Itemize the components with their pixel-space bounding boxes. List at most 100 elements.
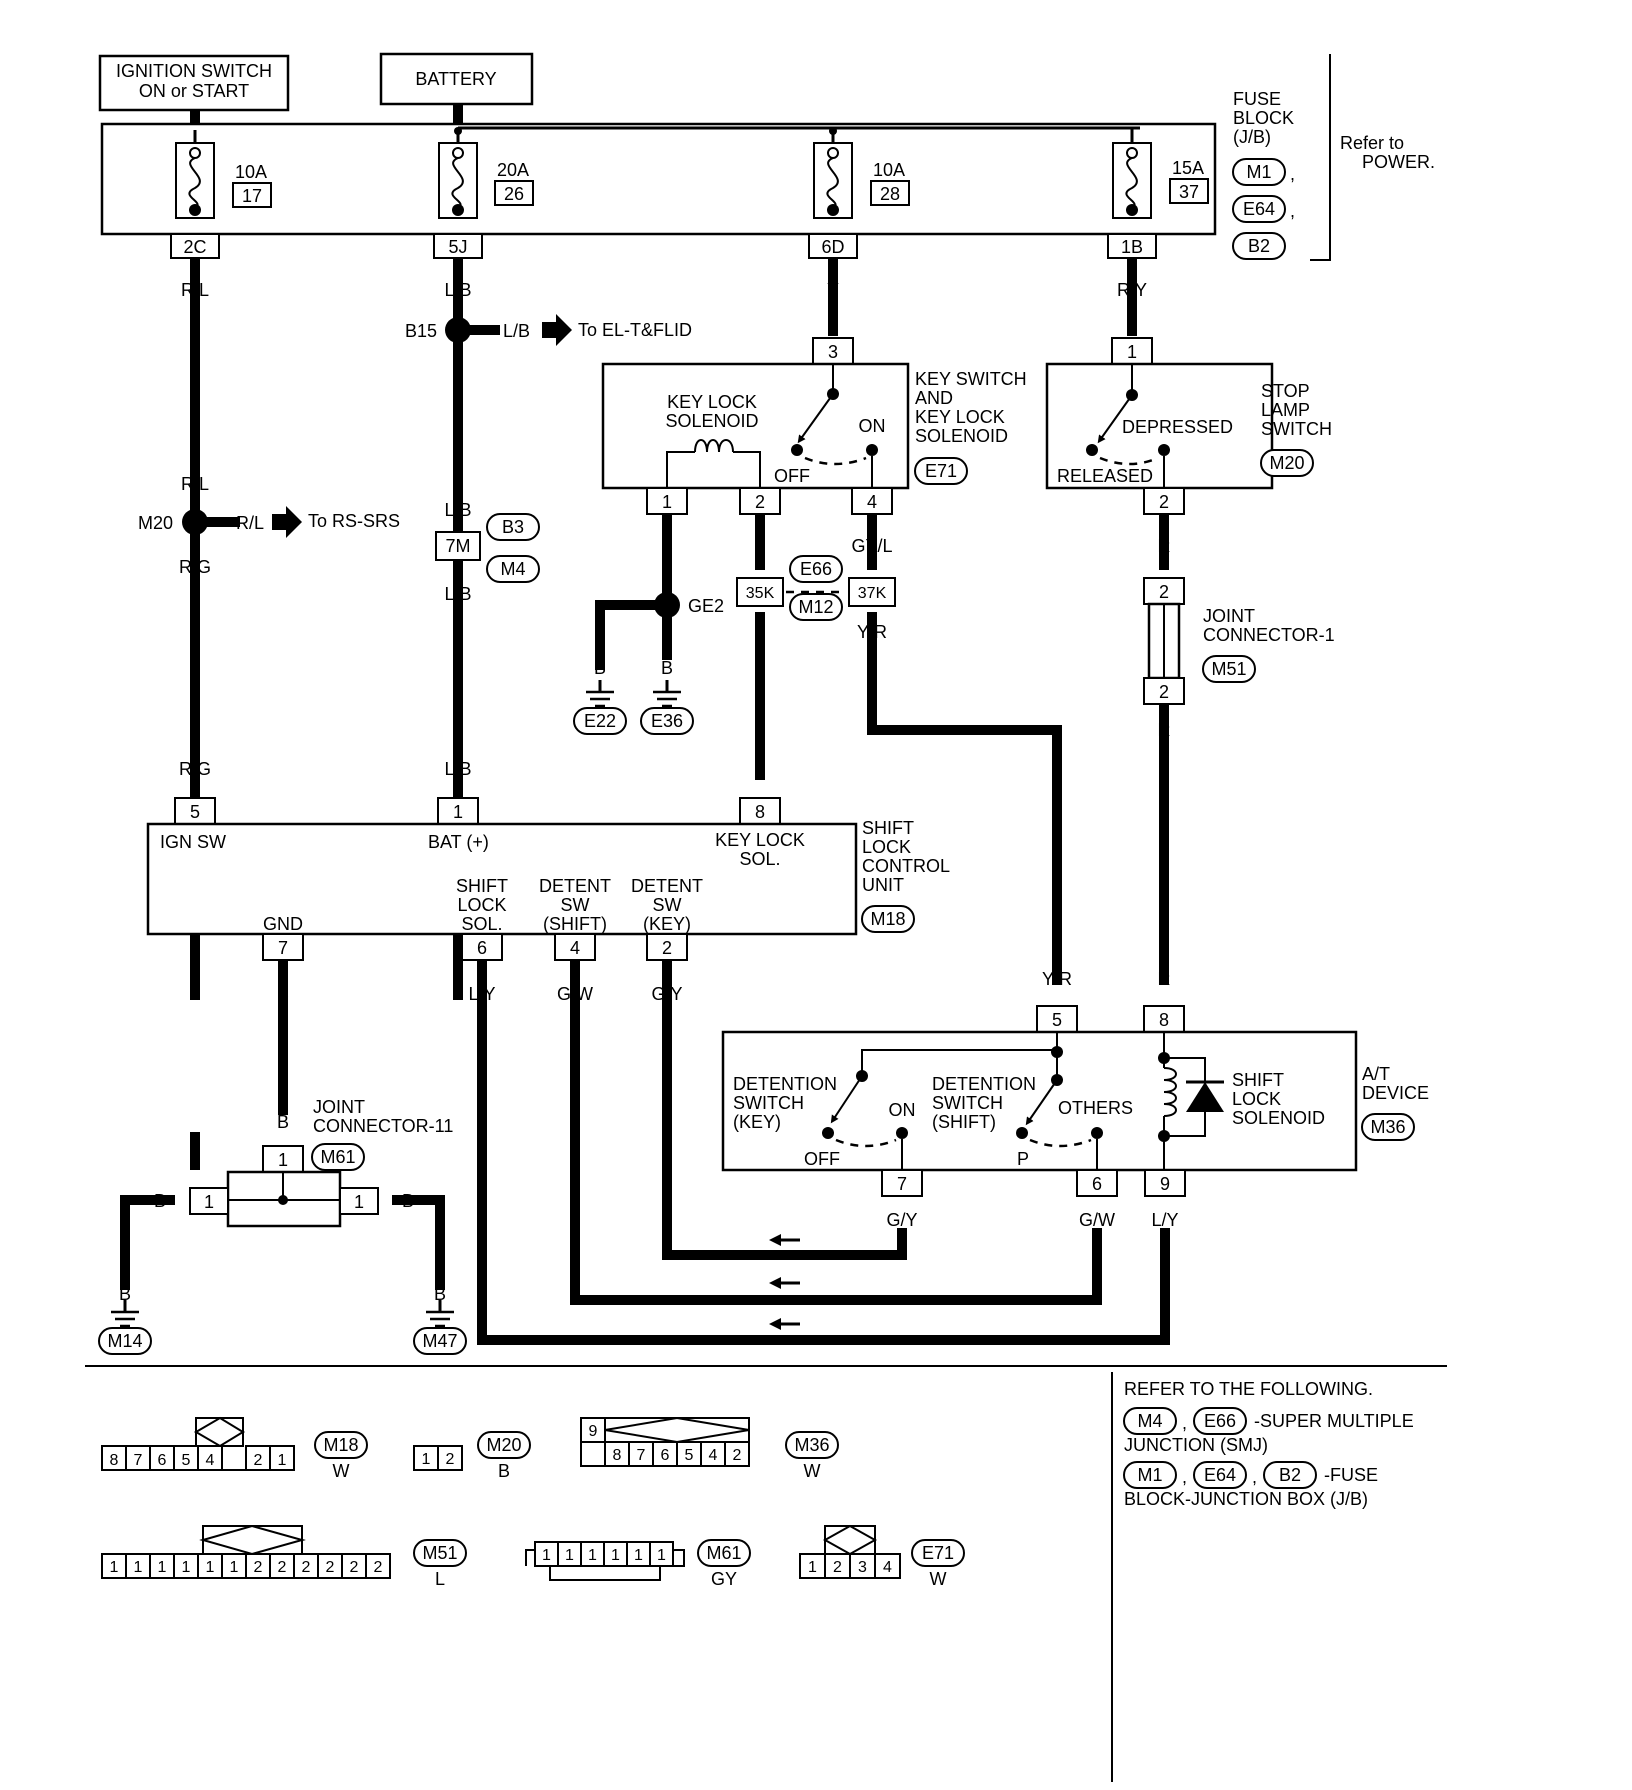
svg-text:ON: ON (889, 1100, 916, 1120)
svg-text:M4: M4 (1137, 1411, 1162, 1431)
fuse-terminal-1b: 1B (1107, 233, 1157, 259)
connector-cell-label: 1 (158, 1559, 167, 1576)
svg-text:17: 17 (242, 186, 262, 206)
svg-text:B: B (434, 1284, 446, 1304)
svg-text:9: 9 (1160, 1174, 1170, 1194)
svg-text:DEVICE: DEVICE (1362, 1083, 1429, 1103)
svg-text:B: B (594, 658, 606, 678)
svg-text:M61: M61 (320, 1147, 355, 1167)
connector-cell-label: 8 (110, 1452, 119, 1469)
svg-text:SHIFT: SHIFT (862, 818, 914, 838)
svg-text:L/B: L/B (444, 584, 471, 604)
connector-cell-label: 1 (611, 1547, 620, 1564)
connector-cell-label: 8 (613, 1447, 622, 1464)
svg-text:Y/R: Y/R (857, 622, 887, 642)
svg-text:LOCK: LOCK (457, 895, 506, 915)
svg-text:SHIFT: SHIFT (456, 876, 508, 896)
svg-text:,: , (1252, 1467, 1257, 1487)
svg-text:B: B (277, 984, 289, 1004)
fuse-37: 15A 37 (1112, 142, 1209, 219)
wire-color-labels: R/L L/B Y R/Y R/L R/G L/B L/B R/G L/B B … (179, 280, 1171, 779)
svg-text:SOLENOID: SOLENOID (665, 411, 758, 431)
svg-text:R/Y: R/Y (1117, 280, 1147, 300)
fuse-terminal-5j: 5J (433, 233, 483, 259)
svg-text:7M: 7M (445, 536, 470, 556)
svg-text:(KEY): (KEY) (643, 914, 691, 934)
ground-m14: M14 (98, 1300, 152, 1355)
svg-text:2: 2 (1159, 582, 1169, 602)
svg-text:15A: 15A (1172, 158, 1204, 178)
connector-cell (874, 1553, 901, 1579)
svg-text:10A: 10A (235, 162, 267, 182)
connector-cell-label: 2 (374, 1559, 383, 1576)
svg-text:6: 6 (477, 938, 487, 958)
svg-text:B: B (402, 1191, 414, 1211)
connector-cell-label: 5 (685, 1447, 694, 1464)
connector-cell-label: 4 (883, 1559, 892, 1576)
svg-text:B: B (498, 1461, 510, 1481)
svg-text:DETENTION: DETENTION (932, 1074, 1036, 1094)
svg-text:KEY LOCK: KEY LOCK (915, 407, 1005, 427)
svg-text:L: L (755, 622, 765, 642)
svg-text:LOCK: LOCK (1232, 1089, 1281, 1109)
svg-text:GE2: GE2 (688, 596, 724, 616)
svg-text:JOINT: JOINT (1203, 606, 1255, 626)
svg-text:6D: 6D (821, 237, 844, 257)
svg-text:1: 1 (204, 1192, 214, 1212)
connector-cell (341, 1553, 367, 1579)
connector-cell (700, 1441, 726, 1467)
svg-text:L/Y: L/Y (1151, 1210, 1178, 1230)
svg-text:Refer to: Refer to (1340, 133, 1404, 153)
svg-text:-SUPER MULTIPLE: -SUPER MULTIPLE (1254, 1411, 1414, 1431)
svg-text:E36: E36 (651, 711, 683, 731)
svg-text:To RS-SRS: To RS-SRS (308, 511, 400, 531)
ground-m47: M47 (413, 1300, 467, 1355)
svg-text:OFF: OFF (774, 466, 810, 486)
svg-text:,: , (1290, 164, 1295, 184)
svg-text:SOLENOID: SOLENOID (915, 426, 1008, 446)
connector-cell (101, 1445, 127, 1471)
connector-cell-label: 1 (634, 1547, 643, 1564)
svg-text:5: 5 (1052, 1010, 1062, 1030)
svg-text:JUNCTION (SMJ): JUNCTION (SMJ) (1124, 1435, 1268, 1455)
connector-cell-label: 1 (134, 1559, 143, 1576)
svg-text:5: 5 (190, 802, 200, 822)
svg-text:JOINT: JOINT (313, 1097, 365, 1117)
fuse-17: 10A 17 (175, 142, 272, 219)
svg-text:DEPRESSED: DEPRESSED (1122, 417, 1233, 437)
splice-b15: B15 L/B To EL-T&FLID (405, 314, 692, 346)
connector-cell-label: 4 (709, 1447, 718, 1464)
svg-text:CONNECTOR-1: CONNECTOR-1 (1203, 625, 1335, 645)
svg-text:B2: B2 (1279, 1465, 1301, 1485)
svg-text:E66: E66 (1204, 1411, 1236, 1431)
svg-text:L: L (755, 757, 765, 777)
svg-text:DETENT: DETENT (631, 876, 703, 896)
svg-text:E22: E22 (584, 711, 616, 731)
svg-text:M47: M47 (422, 1331, 457, 1351)
svg-text:E71: E71 (922, 1543, 954, 1563)
key-switch-and-key-lock-solenoid: 3 KEY LOCK SOLENOID ON OFF 1 2 4 KEY SWI… (601, 337, 1027, 515)
svg-text:1: 1 (1127, 342, 1137, 362)
fuse-28: 10A 28 (813, 142, 910, 219)
svg-text:M1: M1 (1137, 1465, 1162, 1485)
fuse-26: 20A 26 (438, 142, 534, 219)
svg-text:28: 28 (880, 184, 900, 204)
svg-text:E64: E64 (1243, 199, 1275, 219)
ignition-switch-box: IGNITION SWITCH ON or START (98, 54, 290, 112)
svg-text:STOP: STOP (1261, 381, 1310, 401)
svg-text:G/Y: G/Y (651, 984, 682, 1004)
svg-text:SW: SW (653, 895, 682, 915)
connector-cell (724, 1441, 750, 1467)
svg-text:20A: 20A (497, 160, 529, 180)
connector-view-m36: M36 W 931876542 (580, 1416, 839, 1481)
svg-text:L/B: L/B (444, 759, 471, 779)
current-direction-arrows (769, 1234, 800, 1330)
svg-text:,: , (1182, 1413, 1187, 1433)
svg-text:M61: M61 (706, 1543, 741, 1563)
svg-text:35K: 35K (746, 585, 775, 602)
connector-cell (173, 1445, 199, 1471)
connector-cell-label: 2 (326, 1559, 335, 1576)
